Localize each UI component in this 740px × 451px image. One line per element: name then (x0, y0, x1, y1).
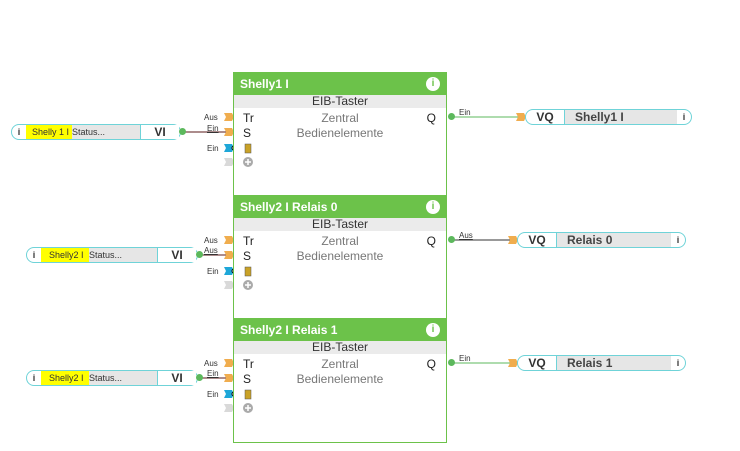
highlight-text: Shelly2 I (41, 371, 89, 385)
input-port-lock (224, 144, 234, 152)
output-port-dot[interactable] (448, 113, 455, 120)
output-port-dot[interactable] (448, 236, 455, 243)
input-port-add (224, 404, 234, 412)
info-icon[interactable]: i (32, 373, 36, 383)
highlight-text: Shelly2 I (41, 248, 89, 262)
input-port-s (224, 374, 234, 382)
output-node-shelly1[interactable]: VQ Shelly1 I i (525, 109, 692, 125)
center-line-1: Zentral (321, 357, 359, 371)
output-q: Q (426, 357, 436, 371)
input-label-s: Ein (207, 369, 219, 378)
input-port-lock (224, 267, 234, 275)
block-subtitle: EIB-Taster (234, 95, 446, 108)
center-line-1: Zentral (321, 111, 359, 125)
output-port-dot[interactable] (448, 359, 455, 366)
info-icon[interactable]: i (426, 200, 440, 214)
input-label-lock: Ein (207, 390, 219, 399)
input-port-add (224, 281, 234, 289)
block-header[interactable]: Shelly2 I Relais 0 i (234, 196, 446, 218)
input-port-s (224, 128, 234, 136)
block-subtitle: EIB-Taster (234, 341, 446, 354)
output-label: Ein (459, 354, 471, 363)
input-label-lock: Ein (207, 267, 219, 276)
highlight-text: Shelly 1 I (26, 125, 72, 139)
output-q: Q (426, 234, 436, 248)
block-shelly2-relais1[interactable]: Shelly2 I Relais 1 i EIB-Taster Tr S Q Z… (233, 318, 447, 443)
info-icon[interactable]: i (32, 250, 36, 260)
block-title: Shelly2 I Relais 0 (240, 200, 338, 214)
vq-input-port[interactable] (516, 112, 528, 122)
input-label-tr: Aus (204, 236, 218, 245)
output-label: Ein (459, 108, 471, 117)
block-title: Shelly1 I (240, 77, 289, 91)
info-icon[interactable]: i (676, 358, 680, 368)
lock-icon (244, 389, 252, 400)
vq-input-port[interactable] (508, 235, 520, 245)
center-line-2: Bedienelemente (296, 249, 384, 263)
input-label-s: Ein (207, 124, 219, 133)
block-subtitle: EIB-Taster (234, 218, 446, 231)
input-tr: Tr (243, 111, 254, 125)
input-label-lock: Ein (207, 144, 219, 153)
output-node-relais0[interactable]: VQ Relais 0 i (517, 232, 686, 248)
center-line-2: Bedienelemente (296, 126, 384, 140)
output-node-type: VQ (518, 233, 557, 247)
info-icon[interactable]: i (17, 127, 21, 137)
input-tr: Tr (243, 234, 254, 248)
output-label: Aus (459, 231, 473, 240)
center-line-2: Bedienelemente (296, 372, 384, 386)
block-header[interactable]: Shelly1 I i (234, 73, 446, 95)
block-header[interactable]: Shelly2 I Relais 1 i (234, 319, 446, 341)
lock-icon (244, 143, 252, 154)
info-icon[interactable]: i (426, 323, 440, 337)
output-q: Q (426, 111, 436, 125)
info-icon[interactable]: i (682, 112, 686, 122)
output-node-type: VQ (518, 356, 557, 370)
status-text: Status... (89, 373, 123, 383)
block-title: Shelly2 I Relais 1 (240, 323, 338, 337)
output-node-name: Relais 1 (557, 356, 671, 370)
input-s: S (243, 126, 252, 140)
input-port-tr (224, 359, 234, 367)
output-port-dot[interactable] (196, 251, 203, 258)
status-text: Status... (89, 250, 123, 260)
input-s: S (243, 249, 252, 263)
info-icon[interactable]: i (426, 77, 440, 91)
input-node-type: VI (157, 371, 196, 385)
center-line-1: Zentral (321, 234, 359, 248)
input-port-s (224, 251, 234, 259)
lock-icon (244, 266, 252, 277)
input-port-tr (224, 236, 234, 244)
input-label-tr: Aus (204, 359, 218, 368)
output-node-name: Relais 0 (557, 233, 671, 247)
vq-input-port[interactable] (508, 358, 520, 368)
input-label-s: Aus (204, 246, 218, 255)
input-tr: Tr (243, 357, 254, 371)
input-port-lock (224, 390, 234, 398)
block-shelly2-relais0[interactable]: Shelly2 I Relais 0 i EIB-Taster Tr S Q Z… (233, 195, 447, 320)
block-shelly1[interactable]: Shelly1 I i EIB-Taster Tr S Q Zentral Be… (233, 72, 447, 197)
output-node-name: Shelly1 I (565, 110, 677, 124)
input-label-tr: Aus (204, 113, 218, 122)
info-icon[interactable]: i (676, 235, 680, 245)
input-port-tr (224, 113, 234, 121)
output-node-type: VQ (526, 110, 565, 124)
input-node-type: VI (140, 125, 179, 139)
output-port-dot[interactable] (196, 374, 203, 381)
output-node-relais1[interactable]: VQ Relais 1 i (517, 355, 686, 371)
input-port-add (224, 158, 234, 166)
input-s: S (243, 372, 252, 386)
output-port-dot[interactable] (179, 128, 186, 135)
input-node-type: VI (157, 248, 196, 262)
status-text: Status... (72, 127, 106, 137)
